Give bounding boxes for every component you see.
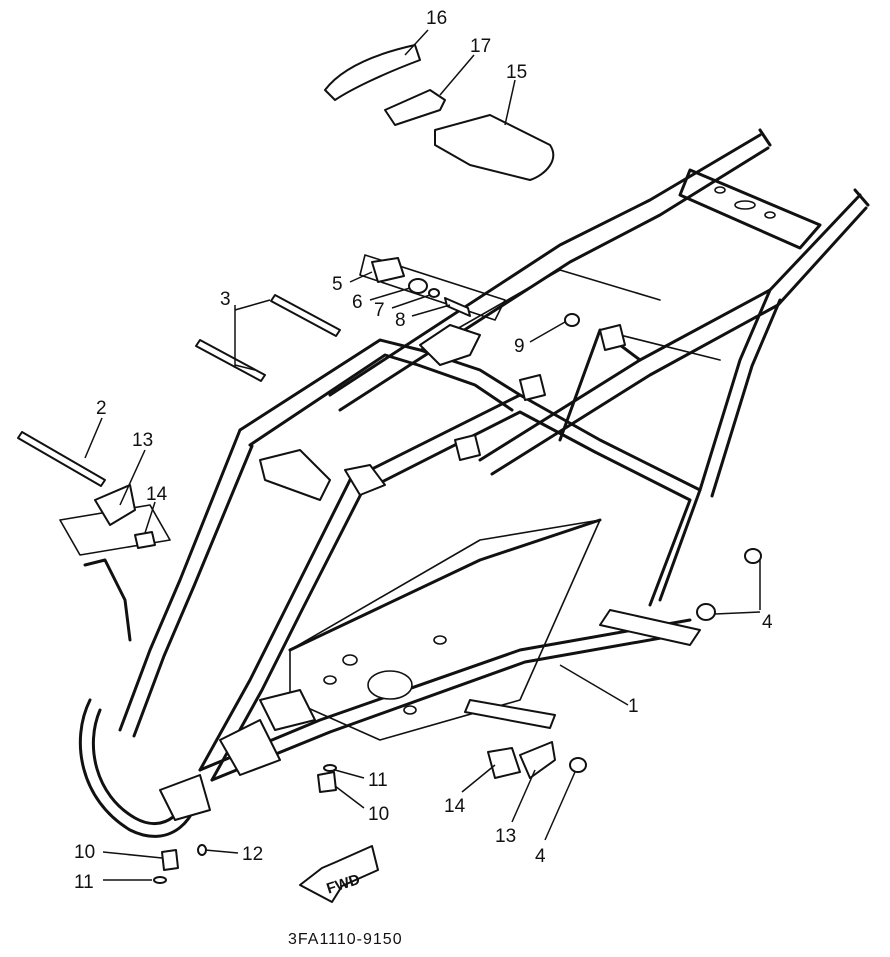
callout-15: 15 <box>506 62 527 83</box>
part-8-bolt <box>444 297 471 317</box>
callout-4-bottom: 4 <box>535 846 546 867</box>
callout-5: 5 <box>332 274 343 295</box>
callout-10-left: 10 <box>74 842 95 863</box>
part-7-washer <box>428 288 440 298</box>
callout-labels: 16 17 15 5 6 7 8 9 3 2 13 14 4 1 11 10 1… <box>74 8 773 893</box>
callout-6: 6 <box>352 292 363 313</box>
callout-17: 17 <box>470 36 491 57</box>
callout-1: 1 <box>628 696 639 717</box>
callout-14-right: 14 <box>444 796 466 817</box>
part-10-rubber-right <box>317 771 337 793</box>
callout-11-right: 11 <box>368 770 388 791</box>
drawing-code: 3FA1110-9150 <box>288 931 403 948</box>
part-5-rubber <box>371 257 405 283</box>
callout-9: 9 <box>514 336 525 357</box>
part-11-washer-left <box>153 876 167 884</box>
part-3-bolt-upper <box>270 294 341 337</box>
callout-13-right: 13 <box>495 826 516 847</box>
main-frame <box>59 128 870 838</box>
part-13-bracket-right <box>519 741 556 779</box>
part-3-bolt-lower <box>195 339 266 382</box>
part-9-nut <box>564 313 580 327</box>
callout-4-right: 4 <box>762 612 773 633</box>
callout-16: 16 <box>426 8 447 29</box>
callout-11-left: 11 <box>74 872 94 893</box>
part-12-bolt <box>197 844 207 856</box>
callout-14-left: 14 <box>146 484 168 505</box>
callout-13-left: 13 <box>132 430 153 451</box>
part-15-pad <box>434 114 555 181</box>
leader-lines <box>84 29 761 881</box>
fwd-arrow: FWD <box>299 845 379 903</box>
part-2-bolt <box>17 431 106 487</box>
callout-2: 2 <box>96 398 107 419</box>
part-11-washer-right <box>323 764 337 772</box>
callout-3: 3 <box>220 289 231 310</box>
part-14-spacer <box>134 531 156 549</box>
part-17-bracket <box>384 89 446 126</box>
callout-10-right: 10 <box>368 804 389 825</box>
part-14-spacer-right <box>487 747 521 779</box>
part-4-nut-c <box>569 757 587 773</box>
callout-8: 8 <box>395 310 406 331</box>
callout-12: 12 <box>242 844 263 865</box>
part-6-collar <box>408 278 428 294</box>
callout-7: 7 <box>374 300 385 321</box>
part-13-bracket <box>94 484 136 526</box>
part-4-nut-a <box>744 548 762 564</box>
part-16-cover <box>324 44 421 101</box>
part-10-rubber-left <box>161 849 179 871</box>
part-4-nut-b <box>696 603 716 621</box>
